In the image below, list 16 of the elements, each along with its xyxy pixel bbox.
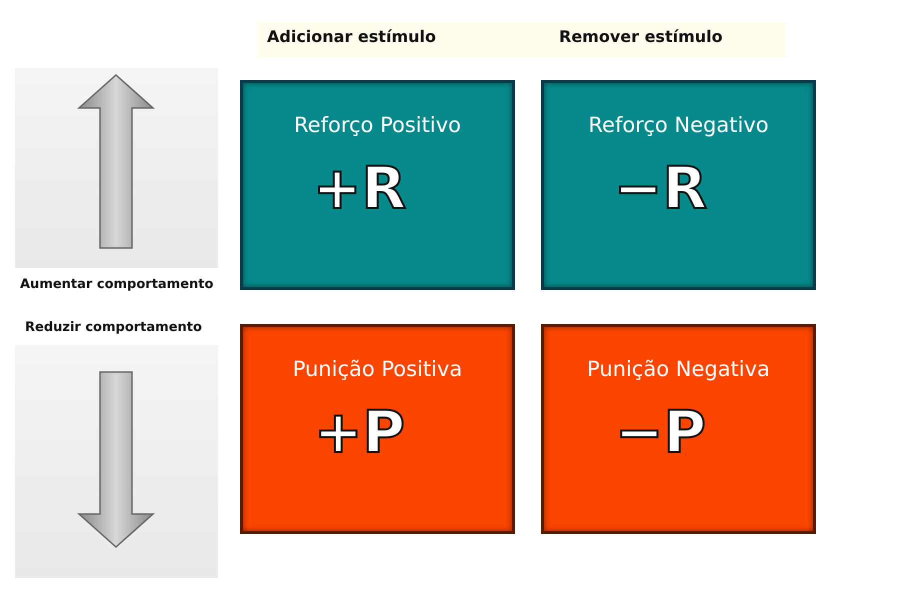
quadrant-title: Reforço Positivo — [294, 113, 461, 137]
quadrant-box — [541, 324, 816, 534]
quadrant-symbol: −P — [614, 403, 706, 461]
quadrant-symbol: +P — [314, 403, 406, 461]
quadrant-box — [541, 80, 816, 290]
quadrant-title: Punição Positiva — [292, 357, 462, 381]
quadrant-title: Punição Negativa — [587, 357, 770, 381]
quadrant-box — [240, 80, 515, 290]
column-header: Remover estímulo — [559, 27, 723, 46]
quadrant-symbol: +R — [312, 159, 406, 217]
quadrant-box — [240, 324, 515, 534]
column-header: Adicionar estímulo — [267, 27, 436, 46]
row-label: Aumentar comportamento — [20, 277, 214, 292]
quadrant-title: Reforço Negativo — [588, 113, 769, 137]
row-label: Reduzir comportamento — [25, 320, 202, 335]
quadrant-symbol: −R — [614, 159, 708, 217]
